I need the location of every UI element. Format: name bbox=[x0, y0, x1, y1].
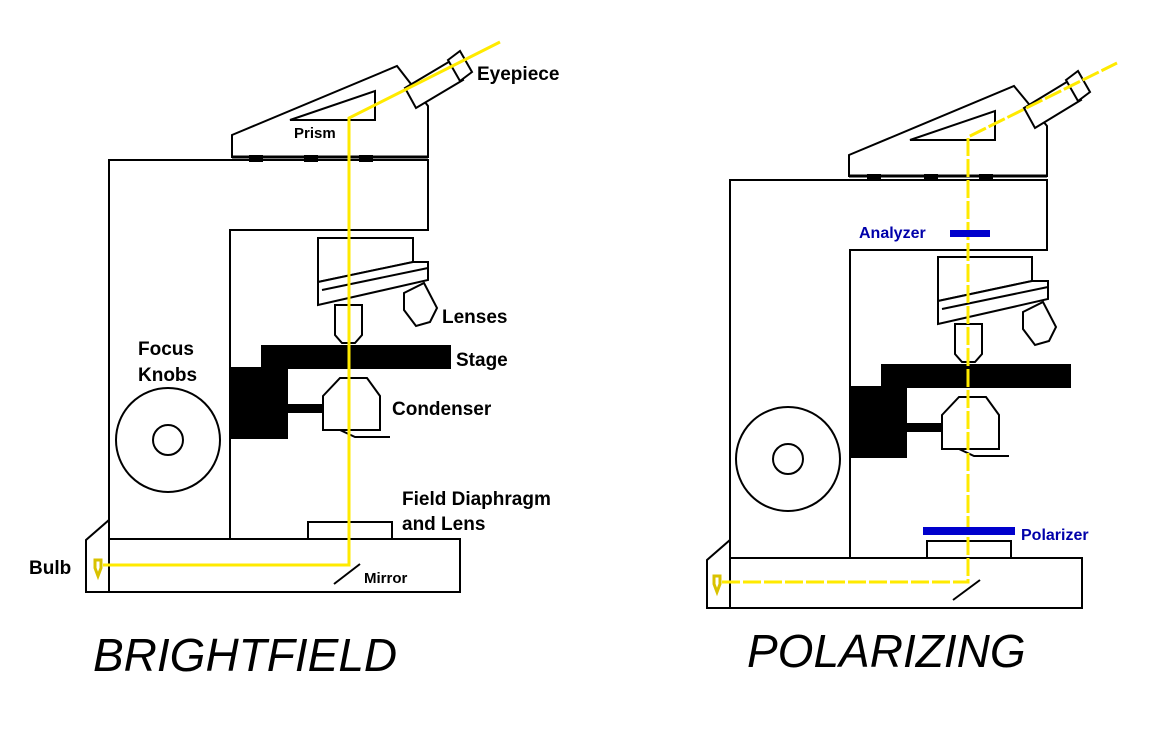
brightfield-eyepiece-cap bbox=[446, 49, 474, 83]
brightfield-light-path bbox=[103, 40, 501, 567]
polarizing-microscope bbox=[706, 69, 1092, 609]
polarizing-focus-knob-center bbox=[772, 443, 804, 475]
label-lenses: Lenses bbox=[442, 307, 507, 328]
analyzer-filter bbox=[950, 230, 990, 237]
label-eyepiece: Eyepiece bbox=[477, 64, 559, 85]
polarizing-condenser bbox=[941, 396, 1000, 450]
label-analyzer: Analyzer bbox=[859, 225, 926, 242]
brightfield-angled-objective bbox=[403, 281, 439, 328]
label-and-lens: and Lens bbox=[402, 514, 485, 535]
brightfield-focus-knob-center bbox=[152, 424, 184, 456]
label-focus: Focus bbox=[138, 339, 194, 360]
polarizing-angled-objective bbox=[1022, 300, 1058, 347]
label-stage: Stage bbox=[456, 350, 508, 371]
polarizing-bulb bbox=[712, 574, 722, 597]
label-mirror: Mirror bbox=[364, 570, 408, 587]
label-knobs: Knobs bbox=[138, 365, 197, 386]
caption-brightfield: BRIGHTFIELD bbox=[93, 629, 397, 681]
caption-polarizing: POLARIZING bbox=[747, 625, 1026, 677]
polarizing-mirror bbox=[952, 579, 981, 601]
brightfield-stage bbox=[229, 345, 451, 439]
polarizing-light-path bbox=[722, 61, 1118, 584]
brightfield-condenser bbox=[322, 377, 381, 431]
label-polarizer: Polarizer bbox=[1021, 527, 1089, 544]
label-bulb: Bulb bbox=[29, 558, 71, 579]
brightfield-mirror bbox=[333, 563, 361, 585]
polarizer-filter bbox=[923, 527, 1015, 535]
label-condenser: Condenser bbox=[392, 399, 492, 420]
label-prism: Prism bbox=[294, 125, 336, 142]
brightfield-bulb bbox=[93, 558, 103, 581]
label-field-diaphragm: Field Diaphragm bbox=[402, 489, 551, 510]
brightfield-labels: Eyepiece Prism Lenses Stage Focus Knobs … bbox=[29, 64, 559, 587]
polarizing-stage bbox=[849, 364, 1071, 458]
polarizing-eyepiece bbox=[1022, 78, 1083, 130]
polarizing-labels: Analyzer Polarizer bbox=[859, 225, 1089, 544]
brightfield-microscope bbox=[85, 49, 474, 593]
